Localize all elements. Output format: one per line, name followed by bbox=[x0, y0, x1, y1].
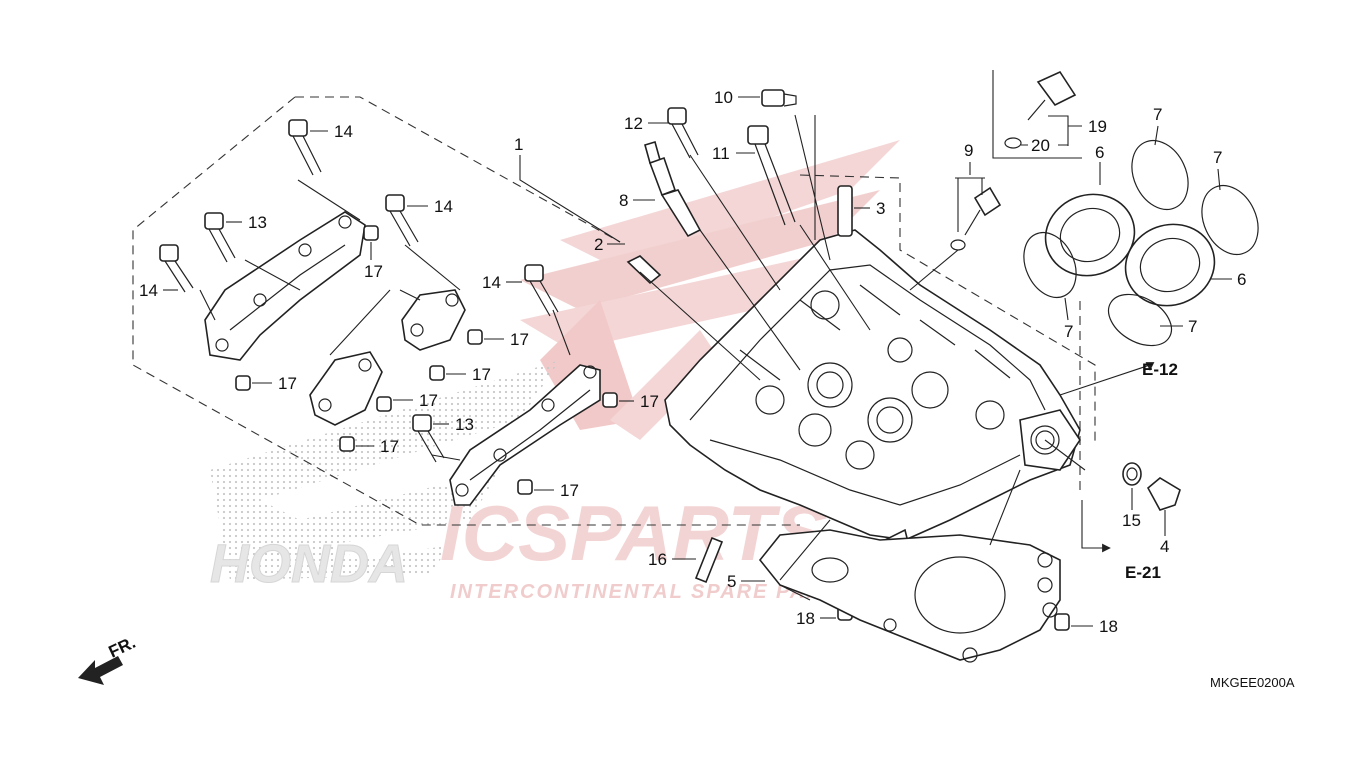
callout-13a: 13 bbox=[248, 213, 267, 232]
watermark-tagline: INTERCONTINENTAL SPARE PARTS bbox=[450, 581, 852, 603]
bolt-14-d bbox=[524, 264, 559, 317]
callout-3: 3 bbox=[876, 199, 885, 218]
callout-14c: 14 bbox=[434, 197, 453, 216]
callout-17h: 17 bbox=[560, 481, 579, 500]
dowel-pins bbox=[235, 225, 1070, 631]
callout-14b: 14 bbox=[139, 281, 158, 300]
bolt-13-b bbox=[412, 414, 445, 463]
callout-8: 8 bbox=[619, 191, 628, 210]
spark-plug bbox=[644, 140, 702, 238]
callout-5: 5 bbox=[727, 572, 736, 591]
callout-14a: 14 bbox=[334, 122, 353, 141]
watermark: HONDA ICSPARTS INTERCONTINENTAL SPARE PA… bbox=[210, 140, 900, 603]
front-direction-label: FR. bbox=[106, 633, 139, 662]
head-gasket bbox=[758, 529, 1061, 663]
callout-7b: 7 bbox=[1213, 148, 1222, 167]
callout-17d: 17 bbox=[472, 365, 491, 384]
bolt-14-a bbox=[288, 119, 322, 176]
callout-19: 19 bbox=[1088, 117, 1107, 136]
ref-e21: E-21 bbox=[1125, 563, 1161, 582]
camshaft-holder-left-large bbox=[204, 211, 366, 361]
callout-labels: 1 2 3 4 5 6 6 7 7 7 7 8 9 10 11 12 13 13… bbox=[139, 88, 1246, 636]
callout-17g: 17 bbox=[640, 392, 659, 411]
honda-wing-dotted bbox=[210, 360, 560, 580]
callout-2: 2 bbox=[594, 235, 603, 254]
callout-15: 15 bbox=[1122, 511, 1141, 530]
inset-bracket bbox=[992, 70, 1082, 159]
callout-18a: 18 bbox=[796, 609, 815, 628]
callout-17a: 17 bbox=[364, 262, 383, 281]
bolt-13-a bbox=[204, 212, 236, 263]
callout-17e: 17 bbox=[419, 391, 438, 410]
callout-7d: 7 bbox=[1188, 317, 1197, 336]
assembly-outline bbox=[132, 96, 1096, 526]
dowel-2 bbox=[626, 255, 662, 285]
bolt-4 bbox=[1146, 477, 1181, 511]
callout-1: 1 bbox=[514, 135, 523, 154]
bolt-14-b bbox=[159, 244, 194, 293]
intake-boot-a bbox=[1044, 193, 1136, 277]
bolt-11 bbox=[747, 125, 796, 226]
callout-17f: 17 bbox=[380, 437, 399, 456]
stud-3 bbox=[837, 185, 853, 237]
leader-lines bbox=[199, 114, 1155, 601]
callout-17b: 17 bbox=[278, 374, 297, 393]
callout-6b: 6 bbox=[1237, 270, 1246, 289]
callout-13b: 13 bbox=[455, 415, 474, 434]
diagram-code: MKGEE0200A bbox=[1210, 675, 1295, 690]
camshaft-holder-small-b bbox=[309, 351, 383, 426]
clamps bbox=[1023, 139, 1259, 347]
bolt-10 bbox=[761, 89, 797, 107]
callout-7c: 7 bbox=[1064, 322, 1073, 341]
callout-4: 4 bbox=[1160, 537, 1169, 556]
callout-16: 16 bbox=[648, 550, 667, 569]
stud-16 bbox=[694, 536, 724, 584]
camshaft-holder-small-a bbox=[401, 289, 466, 351]
bolt-14-c bbox=[385, 194, 419, 247]
callout-14d: 14 bbox=[482, 273, 501, 292]
callout-20: 20 bbox=[1031, 136, 1050, 155]
callout-7a: 7 bbox=[1153, 105, 1162, 124]
callout-18b: 18 bbox=[1099, 617, 1118, 636]
callout-9: 9 bbox=[964, 141, 973, 160]
callout-10: 10 bbox=[714, 88, 733, 107]
bolt-12 bbox=[667, 107, 699, 159]
callout-17c: 17 bbox=[510, 330, 529, 349]
callout-12: 12 bbox=[624, 114, 643, 133]
ref-e12: E-12 bbox=[1142, 360, 1178, 379]
callout-6a: 6 bbox=[1095, 143, 1104, 162]
camshaft-holder-right-large bbox=[449, 364, 601, 506]
sensor-9 bbox=[950, 186, 1002, 251]
intake-boot-b bbox=[1124, 223, 1216, 307]
cylinder-head bbox=[664, 229, 1081, 560]
sensor-19 bbox=[1004, 70, 1077, 149]
washer-15 bbox=[1122, 462, 1142, 486]
watermark-maker: HONDA bbox=[210, 534, 408, 594]
front-direction-arrow-icon bbox=[78, 656, 123, 685]
callout-11: 11 bbox=[712, 144, 730, 163]
